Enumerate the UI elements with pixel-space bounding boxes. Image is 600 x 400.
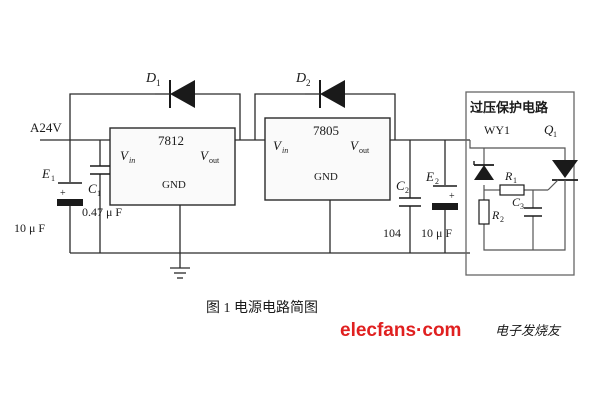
protection-title: 过压保护电路 [470,100,549,115]
q1-sub: 1 [553,130,557,139]
reg2-gnd: GND [314,171,338,183]
r2-sub: 2 [500,215,504,224]
e1-sub: 1 [51,174,55,183]
r1-sub: 1 [513,176,517,185]
c3-sub: 3 [520,202,524,211]
reg1-gnd: GND [162,179,186,191]
ground-symbol [170,267,190,279]
d2-label: D [295,71,306,86]
watermark-site: elecfans·com [340,320,461,341]
zener-wy1 [473,161,494,180]
capacitor-e2: + E 2 10 μ F [421,169,458,240]
e2-sub: 2 [435,177,439,186]
q1-label: Q [544,122,554,137]
resistor-r2: R 2 [478,199,504,225]
e2-label: E [425,169,434,184]
capacitor-e1: + E 1 10 μ F [14,166,83,235]
resistor-r1: R 1 [499,169,525,196]
c1-value: 0.47 μ F [82,205,122,219]
watermark-cn: 电子发烧友 [495,323,562,338]
reg2-name: 7805 [313,123,339,138]
wire-d2-left [254,93,305,140]
wire-d1-left [69,93,155,140]
thyristor-q1 [547,160,578,191]
wire-d1-right [195,93,241,140]
e2-value: 10 μ F [421,226,452,240]
reg1-vout-sub: out [209,156,220,165]
wire-d2-right [345,93,396,140]
reg2-vout-sub: out [359,146,370,155]
regulator-7805: 7805 V in V out GND [264,117,391,201]
r1-label: R [504,169,513,183]
diode-d2: D 2 [295,71,345,108]
c3-label: C [512,195,521,209]
watermark: elecfans·com 电子发烧友 [340,320,562,341]
reg2-vout: V [350,138,360,153]
reg1-vin: V [120,148,130,163]
svg-text:+: + [449,191,455,202]
capacitor-c2: C 2 104 [383,178,421,240]
e1-value: 10 μ F [14,221,45,235]
reg2-vin-sub: in [282,146,288,155]
svg-text:+: + [60,188,66,199]
reg2-vin: V [273,138,283,153]
input-label: A24V [30,120,62,135]
c2-value: 104 [383,226,401,240]
regulator-7812: 7812 V in V out GND [109,127,236,206]
reg1-vout: V [200,148,210,163]
figure-caption: 图 1 电源电路简图 [206,299,318,316]
r2-label: R [491,208,500,222]
diode-d1: D 1 [145,71,195,108]
protection-circuit: 过压保护电路 WY1 Q 1 R 1 R 2 [465,91,578,276]
reg1-vin-sub: in [129,156,135,165]
d2-sub: 2 [306,78,311,88]
c2-label: C [396,178,405,193]
zener-label: WY1 [484,123,510,137]
e1-label: E [41,166,50,181]
reg1-name: 7812 [158,133,184,148]
capacitor-c1: C 1 0.47 μ F [82,165,122,219]
c1-label: C [88,181,97,196]
d1-sub: 1 [156,78,161,88]
c2-sub: 2 [405,186,409,195]
c1-sub: 1 [97,189,101,198]
wires [40,93,470,268]
capacitor-c3: C 3 [512,195,542,217]
d1-label: D [145,71,156,86]
